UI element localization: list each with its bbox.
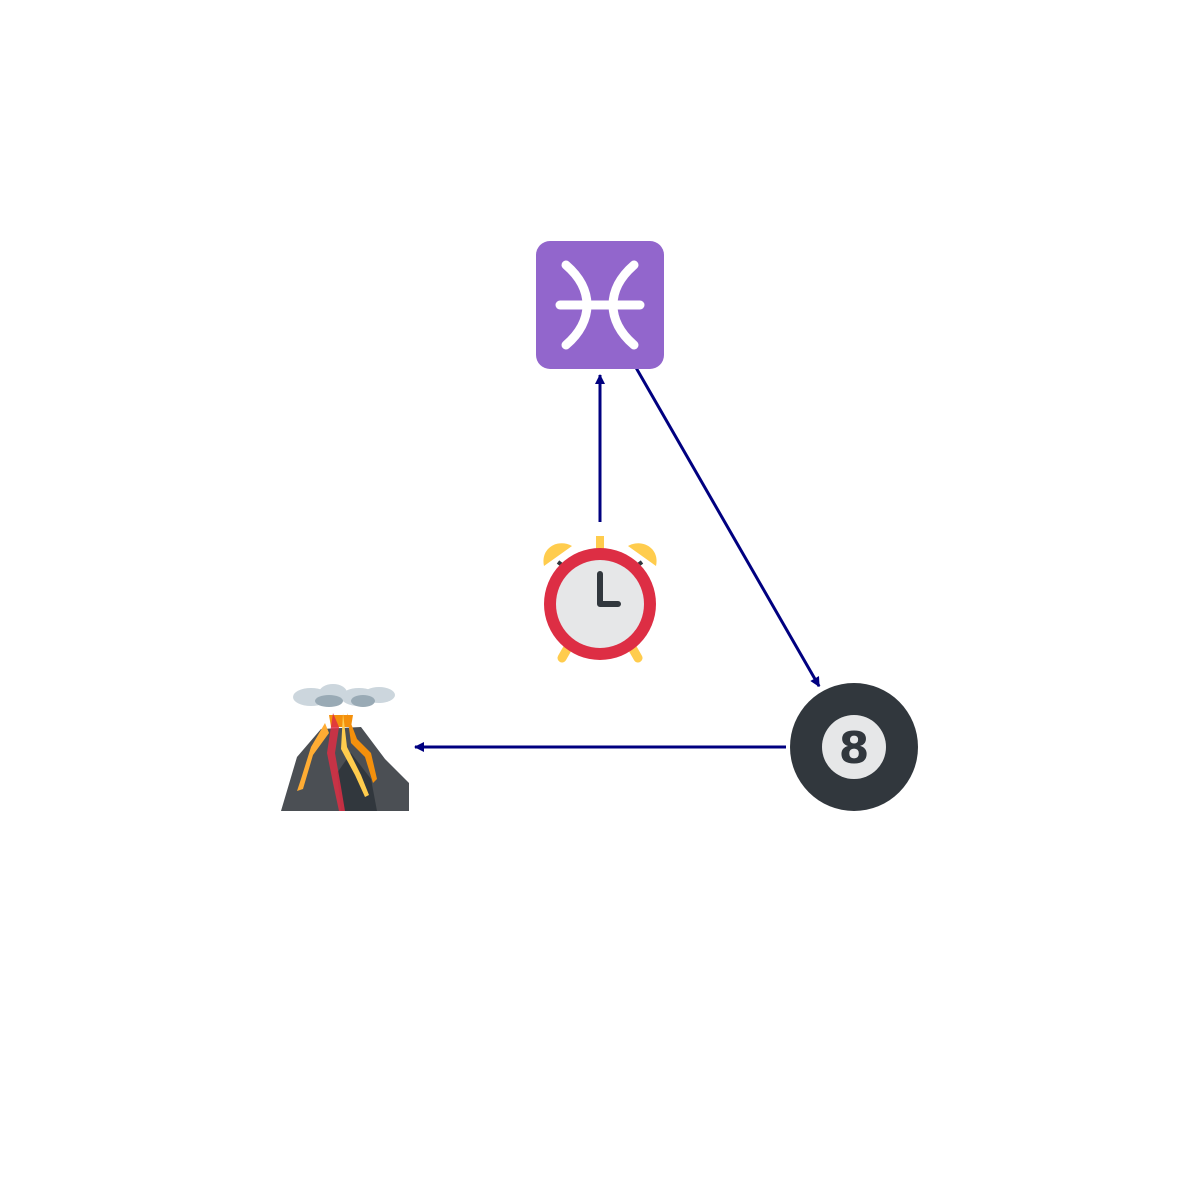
eight-ball-number: 8: [839, 723, 870, 774]
edge-pisces-to-eight-ball: [632, 363, 821, 688]
billiard-8-ball-icon: 8: [790, 683, 918, 811]
volcano-icon: [281, 684, 409, 811]
edges-layer: [414, 363, 821, 752]
pisces-icon: [536, 241, 664, 369]
alarm-clock-icon: [543, 536, 657, 663]
